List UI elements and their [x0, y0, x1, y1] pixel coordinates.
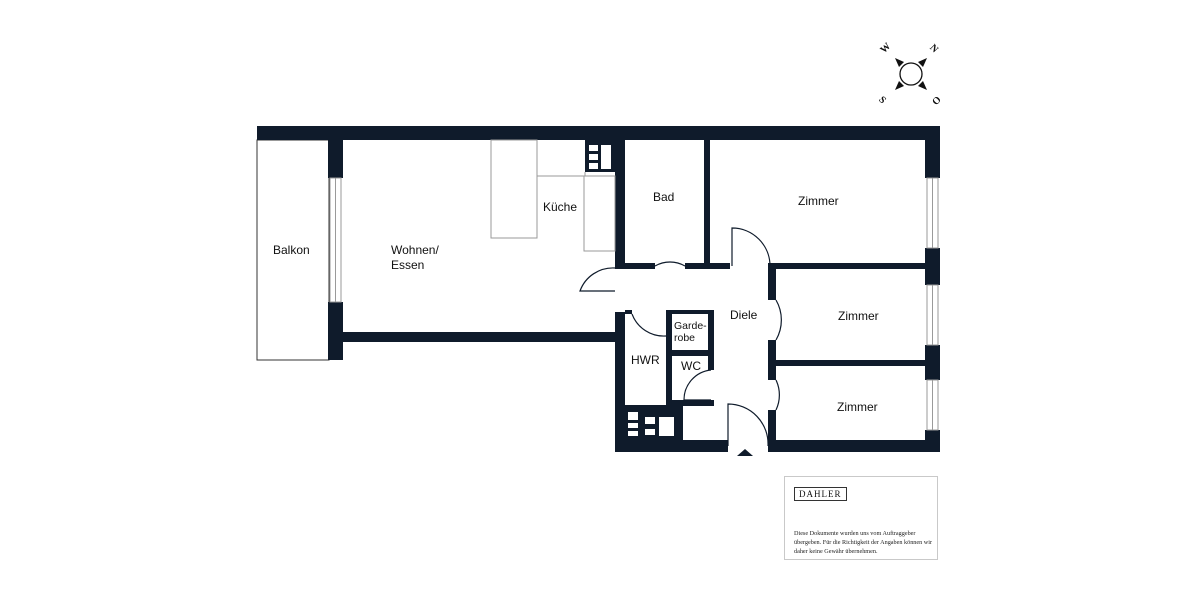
room-label-kueche: Küche — [543, 200, 577, 214]
room-label-hwr: HWR — [631, 353, 660, 367]
room-label-garderobe-1: Garde- — [674, 320, 707, 332]
room-label-zimmer-1: Zimmer — [798, 194, 839, 208]
compass-rose-icon: W N S O — [876, 41, 944, 108]
room-label-bad: Bad — [653, 190, 674, 204]
windows — [329, 177, 939, 431]
room-label-garderobe-2: robe — [674, 332, 695, 344]
room-label-zimmer-2: Zimmer — [838, 309, 879, 323]
room-label-diele: Diele — [730, 308, 758, 322]
disclaimer-box: DAHLER Diese Dokumente wurden uns vom Au… — [784, 476, 938, 560]
disclaimer-text: Diese Dokumente wurden uns vom Auftragge… — [794, 530, 933, 555]
compass-w: W — [878, 41, 893, 56]
compass-o: O — [930, 94, 943, 107]
compass-s: S — [876, 94, 888, 106]
compass-n: N — [927, 42, 940, 55]
room-label-wc: WC — [681, 359, 701, 373]
room-label-zimmer-3: Zimmer — [837, 400, 878, 414]
entrance-arrow-icon — [737, 449, 753, 456]
dahler-logo: DAHLER — [794, 487, 847, 501]
doors — [579, 227, 782, 447]
room-label-essen: Essen — [391, 258, 424, 272]
room-label-wohnen: Wohnen/ — [391, 243, 439, 257]
utility-fixtures — [589, 145, 674, 436]
room-label-balkon: Balkon — [273, 243, 310, 257]
kitchen-counters — [490, 139, 616, 252]
